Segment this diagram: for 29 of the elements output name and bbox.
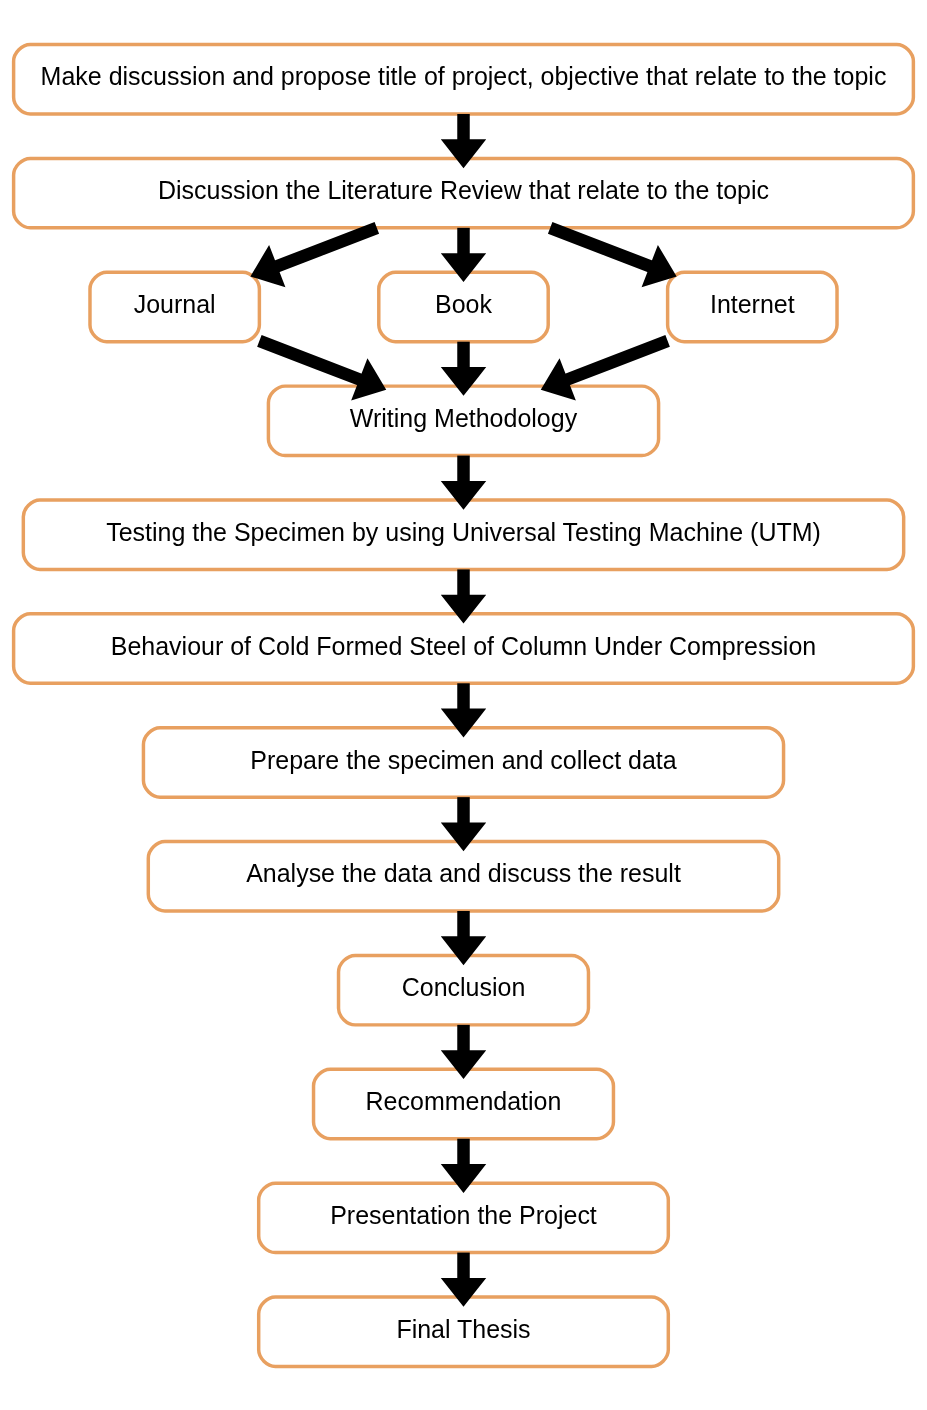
node-box: Make discussion and propose title of project, objective that relate to the topic — [11, 42, 916, 116]
node-box: Writing Methodology — [266, 383, 661, 457]
node-box: Internet — [665, 270, 839, 343]
arrow — [440, 1252, 487, 1307]
node-box: Recommendation — [311, 1067, 616, 1140]
arrow — [547, 221, 677, 287]
node-box: Behaviour of Cold Formed Steel of Column Under Compression — [11, 611, 916, 685]
arrow — [440, 455, 487, 510]
node-box: Discussion the Literature Review that relate to the topic — [11, 156, 916, 230]
arrow — [440, 341, 487, 396]
node-box: Testing the Specimen by using Universal Testing Machine (UTM) — [21, 497, 906, 571]
arrow — [540, 334, 670, 401]
arrow — [250, 221, 380, 287]
arrow — [440, 113, 487, 168]
node-box: Book — [377, 270, 550, 343]
arrow — [257, 334, 387, 401]
arrow — [440, 682, 487, 737]
node-box: Prepare the specimen and collect data — [141, 725, 786, 799]
node-box: Presentation the Project — [256, 1180, 671, 1254]
node-box: Final Thesis — [256, 1294, 671, 1368]
node-box: Conclusion — [336, 953, 591, 1027]
node-box: Analyse the data and discuss the result — [146, 839, 781, 913]
arrow — [440, 1024, 487, 1079]
arrow — [440, 227, 487, 282]
node-box: Journal — [88, 270, 262, 343]
arrow — [440, 568, 487, 624]
arrow — [440, 796, 487, 851]
arrow — [440, 1138, 487, 1193]
arrow — [440, 910, 487, 965]
